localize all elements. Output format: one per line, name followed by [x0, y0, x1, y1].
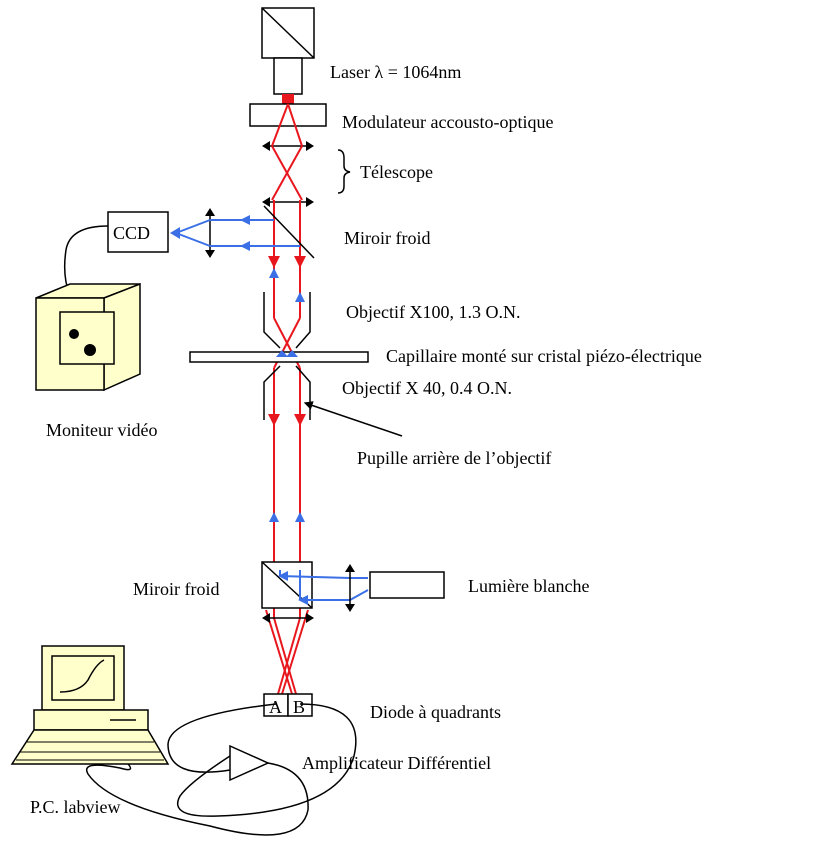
white-light-source: [369, 571, 445, 599]
pc-label: P.C. labview: [30, 797, 121, 817]
white-light-lens: [345, 564, 355, 612]
diode-lens: [262, 613, 314, 623]
quadrant-b-label: B: [293, 697, 305, 717]
telescope-bracket: [337, 149, 351, 194]
white-light-beam-bottom: [278, 570, 369, 605]
objective-x100: [263, 292, 311, 349]
quadrant-diode-label: Diode à quadrants: [370, 702, 501, 722]
ccd-lens: [205, 208, 215, 258]
video-monitor-label: Moniteur vidéo: [46, 420, 157, 440]
capillary-label: Capillaire monté sur cristal piézo-élect…: [386, 346, 702, 366]
objective-x40: [263, 365, 311, 420]
ccd-label: CCD: [113, 223, 150, 243]
white-light-beam-mid: [269, 512, 305, 522]
telescope-label: Télescope: [360, 162, 433, 182]
ccd-camera: [107, 211, 169, 253]
pc-computer: [10, 645, 170, 765]
video-monitor: [35, 282, 141, 392]
objective-100-label: Objectif X100, 1.3 O.N.: [346, 302, 520, 322]
cold-mirror-top-label: Miroir froid: [344, 228, 430, 248]
objective-40-label: Objectif X 40, 0.4 O.N.: [342, 378, 512, 398]
sample-focus-arrows: [276, 350, 298, 357]
laser-label: Laser λ = 1064nm: [330, 62, 461, 82]
cold-mirror-top: [263, 205, 315, 259]
back-pupil-label: Pupille arrière de l’objectif: [357, 448, 551, 468]
ccd-cable: [63, 225, 109, 297]
modulator-label: Modulateur accousto-optique: [342, 112, 553, 132]
quadrant-a-label: A: [269, 697, 282, 717]
differential-amplifier: [229, 744, 270, 782]
acousto-optic-modulator: [249, 103, 327, 127]
telescope-lens-1: [262, 141, 314, 151]
white-light-beam-top: [170, 215, 305, 302]
laser-source: [261, 7, 315, 104]
signal-cables: [86, 703, 357, 836]
cold-mirror-bottom-label: Miroir froid: [133, 579, 219, 599]
telescope-lens-2: [262, 197, 314, 207]
back-pupil-pointer: [303, 401, 403, 437]
diff-amplifier-label: Amplificateur Différentiel: [302, 753, 491, 773]
white-light-label: Lumière blanche: [468, 576, 589, 596]
